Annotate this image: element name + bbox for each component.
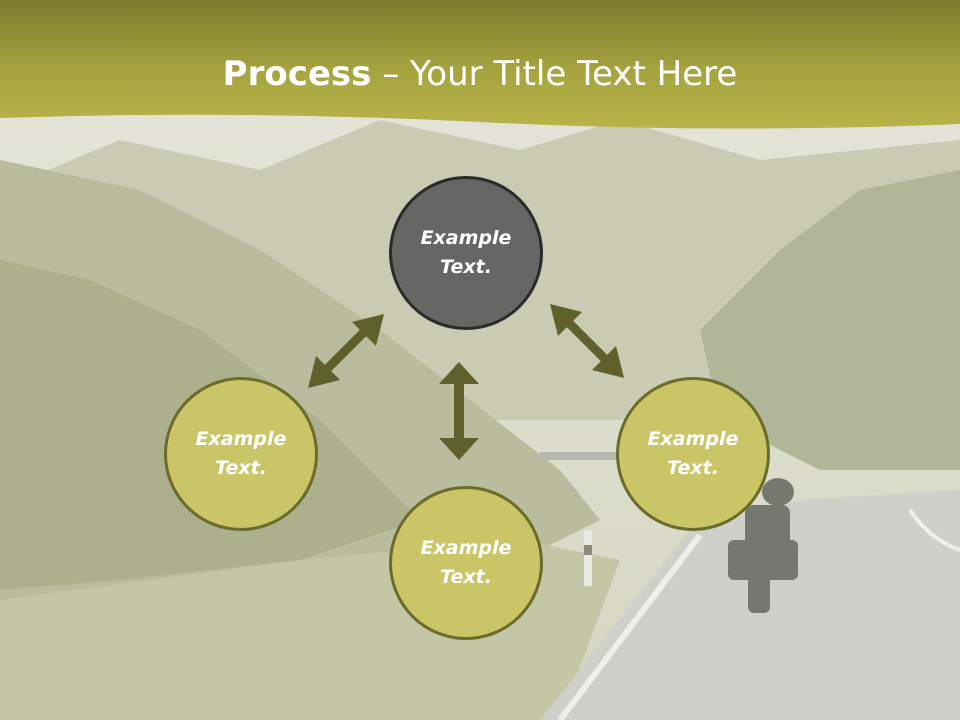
node-left-line2: Text. <box>215 457 267 479</box>
header-banner <box>0 0 960 129</box>
node-right-line2: Text. <box>667 457 719 479</box>
title-bold: Process <box>222 54 372 94</box>
slide-title: Process – Your Title Text Here <box>0 50 960 98</box>
process-node-right: Example Text. <box>616 377 770 531</box>
process-node-left: Example Text. <box>164 377 318 531</box>
process-node-bottom: Example Text. <box>389 486 543 640</box>
process-node-top: Example Text. <box>389 176 543 330</box>
node-top-line2: Text. <box>440 256 492 278</box>
node-top-line1: Example <box>420 227 512 249</box>
node-bottom-line2: Text. <box>440 566 492 588</box>
arrow-right-diagonal <box>550 304 624 378</box>
node-right-line1: Example <box>647 428 739 450</box>
arrow-vertical <box>439 362 479 460</box>
node-left-line1: Example <box>195 428 287 450</box>
title-rest: Your Title Text Here <box>410 54 738 94</box>
node-bottom-line1: Example <box>420 537 512 559</box>
arrow-left-diagonal <box>308 314 384 388</box>
title-dash: – <box>371 54 411 94</box>
